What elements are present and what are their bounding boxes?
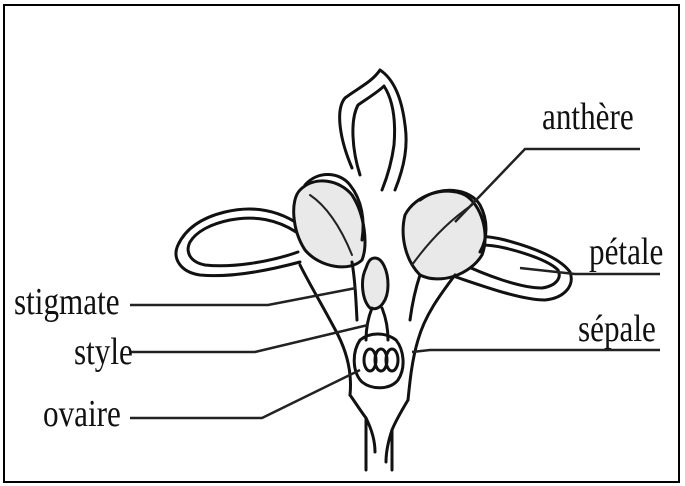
leader-stigmate <box>130 288 356 305</box>
left-petal-inner <box>188 218 298 266</box>
leader-style <box>130 325 368 352</box>
label-stigmate: stigmate <box>14 283 120 321</box>
left-filament <box>352 262 357 320</box>
right-filament <box>410 275 420 320</box>
label-sepale: sépale <box>578 310 656 348</box>
label-anthere: anthère <box>542 98 634 136</box>
ovary-outline <box>354 334 403 388</box>
label-style: style <box>74 333 133 371</box>
top-petal <box>340 70 406 190</box>
leader-ovaire <box>130 370 360 418</box>
stigmate-shape <box>363 258 388 309</box>
label-ovaire: ovaire <box>43 395 121 433</box>
label-petale: pétale <box>589 233 663 271</box>
receptacle <box>350 395 408 462</box>
top-petal-inner <box>353 86 395 190</box>
leader-sepale <box>412 350 660 352</box>
